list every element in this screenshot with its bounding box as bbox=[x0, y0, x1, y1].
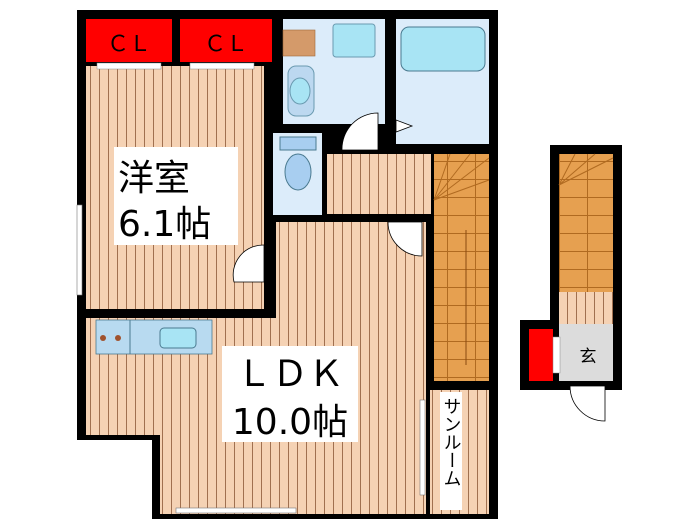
hallway-floor-left bbox=[327, 154, 333, 214]
ldk-size: 10.0帖 bbox=[232, 402, 348, 443]
entrance-label: 玄 bbox=[580, 347, 597, 367]
ldk-name: ＬＤＫ bbox=[236, 354, 344, 395]
stove-burner-icon bbox=[100, 335, 106, 341]
western-room-size: 6.1帖 bbox=[118, 204, 211, 245]
hallway-floor bbox=[333, 154, 431, 214]
stairs bbox=[434, 154, 489, 381]
sunroom-label-bg bbox=[440, 392, 462, 510]
closet-door-1 bbox=[96, 62, 162, 70]
entrance-landing bbox=[559, 292, 613, 324]
ldk-floor-bottom-left bbox=[160, 435, 276, 514]
ldk-door bbox=[387, 221, 423, 257]
closet-1-label: ＣＬ bbox=[107, 32, 151, 57]
entrance-floor bbox=[559, 324, 613, 381]
western-room-label-bg bbox=[114, 147, 238, 245]
western-room-door bbox=[232, 244, 265, 283]
entrance-unit: 玄 bbox=[520, 145, 622, 422]
closet-2-label: ＣＬ bbox=[204, 32, 248, 57]
washroom-door bbox=[341, 112, 379, 151]
bath-door bbox=[395, 119, 414, 133]
stairs-winder bbox=[433, 153, 490, 201]
bathtub bbox=[400, 26, 486, 72]
sunroom-label: サンルーム bbox=[441, 397, 462, 487]
main-unit: ＣＬ ＣＬ 洋室 6.1帖 bbox=[76, 10, 498, 519]
sunroom-window bbox=[419, 399, 426, 496]
window-west bbox=[76, 204, 83, 296]
sink-basin bbox=[289, 77, 311, 105]
ldk-label-bg bbox=[222, 346, 358, 442]
toilet-bowl bbox=[284, 153, 312, 191]
shelf bbox=[282, 29, 316, 57]
stove-burner-icon bbox=[115, 335, 121, 341]
closet-door-2 bbox=[189, 62, 255, 70]
entrance-stairs-winder bbox=[558, 153, 614, 186]
toilet-tank bbox=[279, 136, 317, 151]
entrance-stairs bbox=[559, 154, 613, 292]
closet-2 bbox=[180, 19, 272, 62]
shoe-closet-door bbox=[552, 336, 561, 374]
closet-1 bbox=[86, 19, 172, 62]
washing-machine bbox=[332, 23, 376, 58]
entrance-door bbox=[569, 383, 606, 422]
shoe-closet bbox=[529, 329, 553, 381]
western-room-name: 洋室 bbox=[118, 158, 190, 199]
window-south bbox=[175, 507, 297, 514]
kitchen-sink bbox=[159, 327, 197, 349]
